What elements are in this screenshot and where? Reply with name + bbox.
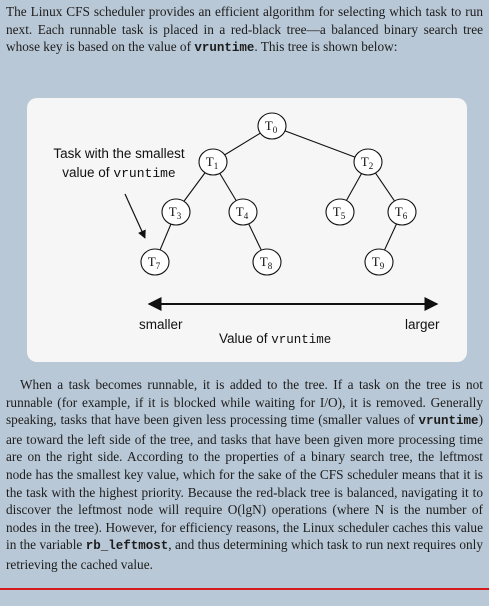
intro-text: The Linux CFS scheduler provides an effi…	[6, 4, 483, 55]
tree-node-t0: T0	[257, 112, 287, 140]
smallest-vruntime-callout: Task with the smallest value of vruntime	[35, 144, 203, 183]
tree-node-t5: T5	[325, 198, 355, 226]
body-code-vruntime: vruntime	[418, 414, 479, 429]
tree-node-t4: T4	[228, 198, 258, 226]
intro-paragraph: The Linux CFS scheduler provides an effi…	[6, 3, 483, 58]
axis-label-larger: larger	[405, 317, 440, 332]
body-code-rb-leftmost: rb_leftmost	[85, 539, 169, 554]
callout-arrow	[124, 193, 146, 239]
tree-node-label: T9	[372, 254, 385, 271]
tree-edge	[271, 125, 369, 163]
tree-node-label: T2	[361, 154, 373, 171]
axis-title: Value of vruntime	[219, 331, 332, 347]
tree-node-t8: T8	[252, 248, 282, 276]
tree-node-t3: T3	[161, 198, 191, 226]
tree-node-t7: T7	[140, 248, 170, 276]
callout-line-1: Task with the smallest	[53, 146, 185, 161]
axis-label-smaller: smaller	[139, 317, 183, 332]
tree-node-label: T3	[169, 204, 182, 221]
intro-text-end: . This tree is shown below:	[254, 39, 398, 55]
tree-node-label: T4	[236, 204, 249, 221]
tree-node-label: T8	[260, 254, 273, 271]
callout-line-2: value of vruntime	[62, 165, 176, 181]
tree-node-label: T5	[333, 204, 346, 221]
body-paragraph: When a task becomes runnable, it is adde…	[6, 377, 483, 572]
tree-node-t1: T1	[198, 148, 228, 176]
tree-node-t2: T2	[353, 148, 383, 176]
tree-node-label: T0	[265, 118, 278, 135]
intro-code-vruntime: vruntime	[194, 41, 255, 56]
tree-node-t9: T9	[364, 248, 394, 276]
red-underline-marker	[0, 588, 489, 590]
tree-node-label: T7	[148, 254, 161, 271]
tree-node-label: T1	[206, 154, 218, 171]
tree-node-label: T6	[395, 204, 408, 221]
tree-node-t6: T6	[387, 198, 417, 226]
